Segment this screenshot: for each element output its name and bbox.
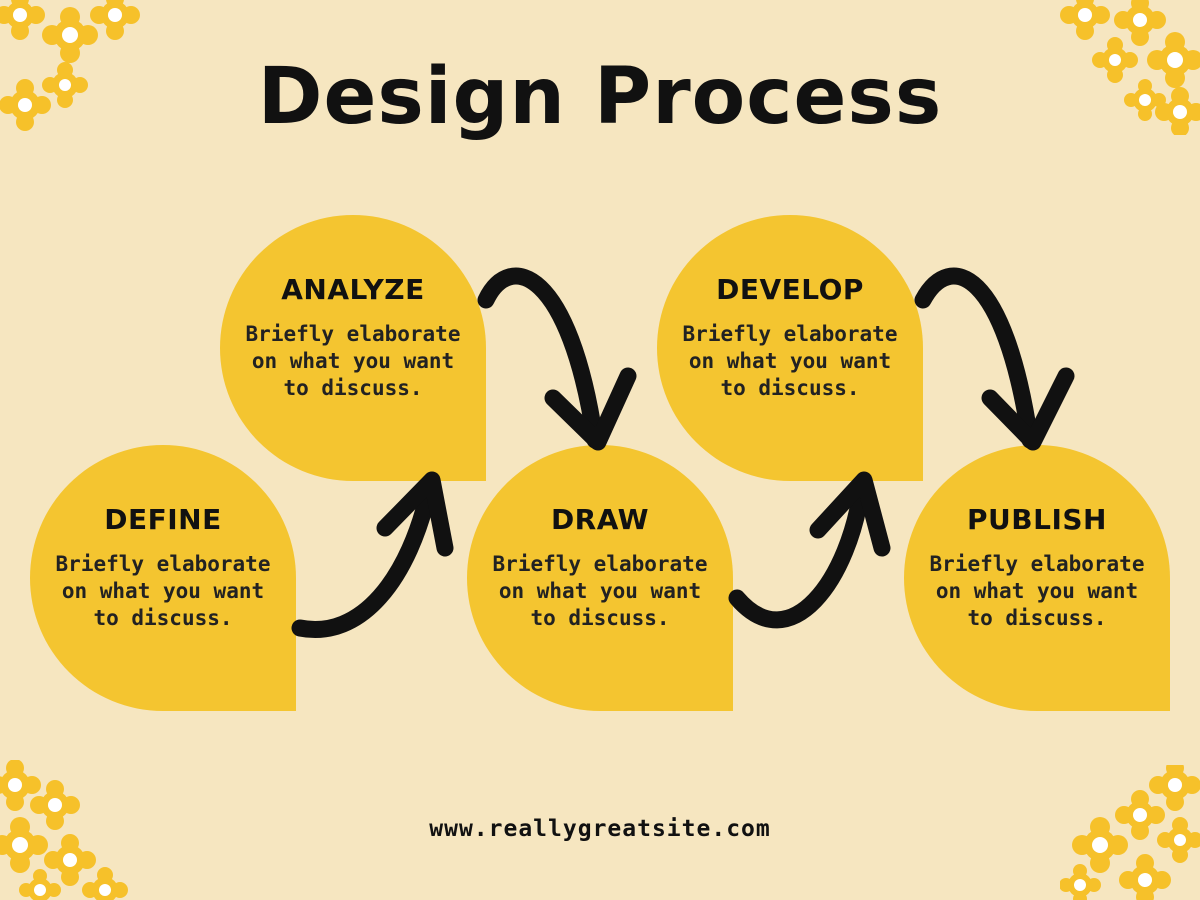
step-description: Briefly elaborate on what you want to di… [929,552,1145,630]
arrowhead-draw-to-develop [809,471,891,557]
arrow-analyze-to-draw [477,267,604,449]
step-title: PUBLISH [967,503,1107,536]
step-title: DEVELOP [716,273,864,306]
arrow-define-to-analyze [291,476,439,638]
step-define: DEFINE Briefly elaborate on what you wan… [30,445,296,711]
step-title: DRAW [550,503,650,536]
arrowhead-develop-to-publish [981,367,1075,451]
arrow-develop-to-publish [914,267,1039,449]
step-publish: PUBLISH Briefly elaborate on what you wa… [904,445,1170,711]
arrowhead-define-to-analyze [376,471,454,557]
step-description: Briefly elaborate on what you want to di… [245,322,461,400]
step-title: ANALYZE [281,273,425,306]
flower-cluster-top-right [1060,0,1200,135]
page-title: Design Process [257,52,943,142]
step-draw: DRAW Briefly elaborate on what you want … [467,445,733,711]
website-url: www.reallygreatsite.com [429,816,771,842]
arrow-draw-to-develop [728,476,871,629]
step-description: Briefly elaborate on what you want to di… [55,552,271,630]
step-description: Briefly elaborate on what you want to di… [492,552,708,630]
flower-cluster-top-left [0,0,140,131]
step-develop: DEVELOP Briefly elaborate on what you wa… [657,215,923,481]
step-title: DEFINE [104,503,222,536]
flower-cluster-bottom-right [1060,765,1200,900]
step-analyze: ANALYZE Briefly elaborate on what you wa… [220,215,486,481]
arrowhead-analyze-to-draw [544,367,637,451]
step-description: Briefly elaborate on what you want to di… [682,322,898,400]
flower-cluster-bottom-left [0,760,128,900]
